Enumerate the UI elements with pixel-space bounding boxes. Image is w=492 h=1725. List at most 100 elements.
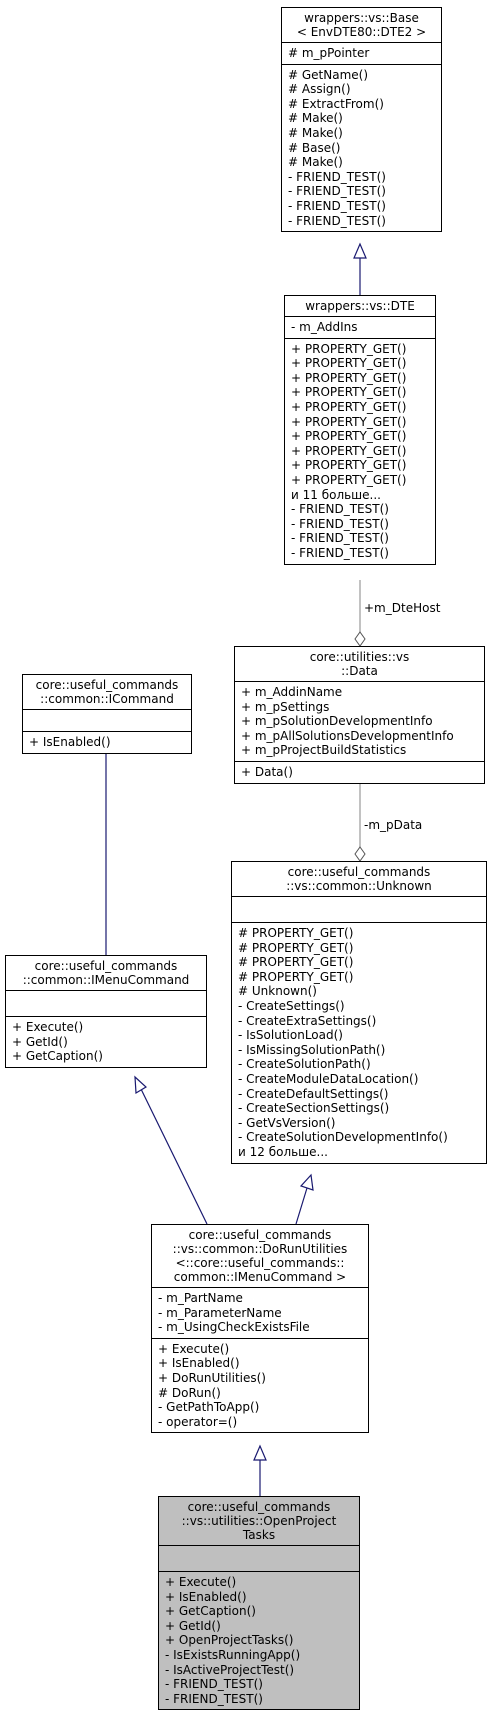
class-member: + PROPERTY_GET() bbox=[291, 370, 407, 385]
class-title-line: ::common::ICommand bbox=[40, 692, 174, 706]
class-member: - FRIEND_TEST() bbox=[291, 545, 389, 560]
class-title-line: ::Data bbox=[341, 664, 378, 678]
class-title-imenu: core::useful_commands::common::IMenuComm… bbox=[6, 956, 206, 990]
class-member: + IsEnabled() bbox=[158, 1356, 240, 1371]
class-title-data: core::utilities::vs::Data bbox=[235, 647, 484, 681]
class-title-line: Tasks bbox=[242, 1528, 276, 1542]
class-member: # Make() bbox=[288, 155, 343, 170]
inheritance-arrow-dorun bbox=[253, 1444, 267, 1461]
class-member: - CreateSettings() bbox=[238, 998, 345, 1013]
class-methods-dorun: + Execute()+ IsEnabled()+ DoRunUtilities… bbox=[152, 1337, 368, 1433]
class-box-unknown[interactable]: core::useful_commands::vs::common::Unkno… bbox=[231, 861, 487, 1164]
class-member: + PROPERTY_GET() bbox=[291, 472, 407, 487]
class-member: # PROPERTY_GET() bbox=[238, 926, 354, 940]
class-box-data[interactable]: core::utilities::vs::Data + m_AddinName+… bbox=[234, 646, 485, 784]
class-member: + m_pSettings bbox=[241, 699, 330, 714]
class-attributes-base: # m_pPointer bbox=[282, 42, 441, 64]
class-member: + PROPERTY_GET() bbox=[291, 429, 407, 444]
class-member: + m_AddinName bbox=[241, 685, 343, 699]
class-title-line: wrappers::vs::Base bbox=[304, 11, 419, 25]
class-member: + IsEnabled() bbox=[165, 1589, 247, 1604]
class-member: - operator=() bbox=[158, 1414, 238, 1429]
class-member: # PROPERTY_GET() bbox=[238, 955, 354, 970]
class-member: - FRIEND_TEST() bbox=[291, 516, 389, 531]
class-methods-unknown: # PROPERTY_GET()# PROPERTY_GET()# PROPER… bbox=[232, 922, 486, 1163]
class-title-line: ::vs::common::Unknown bbox=[286, 879, 432, 893]
class-methods-dte: + PROPERTY_GET()+ PROPERTY_GET()+ PROPER… bbox=[285, 337, 435, 564]
class-member: - IsSolutionLoad() bbox=[238, 1028, 343, 1043]
class-title-base: wrappers::vs::Base< EnvDTE80::DTE2 > bbox=[282, 8, 441, 42]
class-attributes-dte: - m_AddIns bbox=[285, 316, 435, 338]
class-member: - FRIEND_TEST() bbox=[288, 213, 386, 228]
class-member: + Execute() bbox=[158, 1341, 230, 1356]
class-box-imenu[interactable]: core::useful_commands::common::IMenuComm… bbox=[5, 955, 207, 1068]
class-member: - IsActiveProjectTest() bbox=[165, 1662, 295, 1677]
class-box-open-project-tasks[interactable]: core::useful_commands::vs::utilities::Op… bbox=[158, 1496, 360, 1711]
class-title-line: ::common::IMenuCommand bbox=[22, 973, 190, 987]
class-title-dte: wrappers::vs::DTE bbox=[285, 296, 435, 316]
class-member: + PROPERTY_GET() bbox=[291, 443, 407, 458]
class-box-dorun[interactable]: core::useful_commands::vs::common::DoRun… bbox=[151, 1224, 369, 1434]
class-attributes-data: + m_AddinName+ m_pSettings+ m_pSolutionD… bbox=[235, 681, 484, 761]
class-member: + PROPERTY_GET() bbox=[291, 458, 407, 473]
class-member: + GetCaption() bbox=[165, 1604, 256, 1619]
aggregation-diamond-dte bbox=[354, 631, 366, 647]
class-member: - m_UsingCheckExistsFile bbox=[158, 1320, 310, 1335]
class-title-line: core::useful_commands bbox=[35, 678, 179, 692]
class-member: + PROPERTY_GET() bbox=[291, 341, 407, 356]
class-member: + GetId() bbox=[12, 1034, 68, 1049]
class-member: # GetName() bbox=[288, 67, 369, 82]
class-member: # Unknown() bbox=[238, 984, 317, 999]
class-title-unknown: core::useful_commands::vs::common::Unkno… bbox=[232, 862, 486, 896]
class-member: - IsExistsRunningApp() bbox=[165, 1647, 301, 1662]
edge-dorun-to-unknown bbox=[295, 1187, 308, 1225]
class-member: + PROPERTY_GET() bbox=[291, 385, 407, 400]
class-member: # DoRun() bbox=[158, 1385, 221, 1400]
class-member: + IsEnabled() bbox=[29, 735, 111, 749]
class-member: - CreateSectionSettings() bbox=[238, 1101, 390, 1116]
class-member: # PROPERTY_GET() bbox=[238, 969, 354, 984]
class-title-line: < EnvDTE80::DTE2 > bbox=[296, 25, 427, 39]
class-title-open-project-tasks: core::useful_commands::vs::utilities::Op… bbox=[159, 1497, 359, 1545]
class-methods-imenu: + Execute()+ GetId()+ GetCaption() bbox=[6, 1016, 206, 1067]
class-member: - GetVsVersion() bbox=[238, 1115, 336, 1130]
class-member: + m_pProjectBuildStatistics bbox=[241, 743, 407, 758]
class-member: # PROPERTY_GET() bbox=[238, 940, 354, 955]
class-methods-data: + Data() bbox=[235, 760, 484, 783]
class-member: и 11 больше... bbox=[291, 487, 381, 502]
class-title-line: core::useful_commands bbox=[188, 1228, 332, 1242]
class-member: + m_pAllSolutionsDevelopmentInfo bbox=[241, 728, 454, 743]
class-member: - m_PartName bbox=[158, 1291, 243, 1305]
class-title-line: common::IMenuCommand > bbox=[173, 1270, 347, 1284]
class-attributes-icommand bbox=[23, 709, 191, 731]
inheritance-arrow-imenu bbox=[134, 1075, 148, 1095]
class-attributes-dorun: - m_PartName- m_ParameterName- m_UsingCh… bbox=[152, 1287, 368, 1338]
class-title-line: core::useful_commands bbox=[287, 865, 431, 879]
class-member: # m_pPointer bbox=[288, 46, 370, 60]
class-member: + Execute() bbox=[165, 1575, 237, 1589]
aggregation-diamond-data bbox=[354, 846, 366, 862]
class-title-line: wrappers::vs::DTE bbox=[305, 299, 415, 313]
class-member: # Base() bbox=[288, 140, 341, 155]
class-member: - FRIEND_TEST() bbox=[291, 531, 389, 546]
class-member: - CreateModuleDataLocation() bbox=[238, 1071, 419, 1086]
class-member: - IsMissingSolutionPath() bbox=[238, 1042, 386, 1057]
class-box-icommand[interactable]: core::useful_commands::common::ICommand … bbox=[22, 674, 192, 754]
class-title-icommand: core::useful_commands::common::ICommand bbox=[23, 675, 191, 709]
class-title-line: <::core::useful_commands:: bbox=[175, 1256, 345, 1270]
class-member: - FRIEND_TEST() bbox=[288, 184, 386, 199]
class-member: - CreateSolutionDevelopmentInfo() bbox=[238, 1130, 448, 1145]
class-box-base[interactable]: wrappers::vs::Base< EnvDTE80::DTE2 > # m… bbox=[281, 7, 442, 233]
class-member: # Assign() bbox=[288, 82, 351, 97]
class-box-dte[interactable]: wrappers::vs::DTE - m_AddIns + PROPERTY_… bbox=[284, 295, 436, 565]
class-attributes-unknown bbox=[232, 896, 486, 922]
class-member: + Execute() bbox=[12, 1020, 84, 1034]
inheritance-arrow-base bbox=[353, 242, 367, 259]
class-member: + OpenProjectTasks() bbox=[165, 1633, 294, 1648]
class-title-line: ::vs::common::DoRunUtilities bbox=[172, 1242, 348, 1256]
edge-label-dte-host: +m_DteHost bbox=[364, 601, 441, 615]
class-title-line: core::useful_commands bbox=[34, 959, 178, 973]
class-member: - m_AddIns bbox=[291, 320, 358, 334]
class-member: + PROPERTY_GET() bbox=[291, 399, 407, 414]
class-methods-base: # GetName()# Assign()# ExtractFrom()# Ma… bbox=[282, 63, 441, 232]
